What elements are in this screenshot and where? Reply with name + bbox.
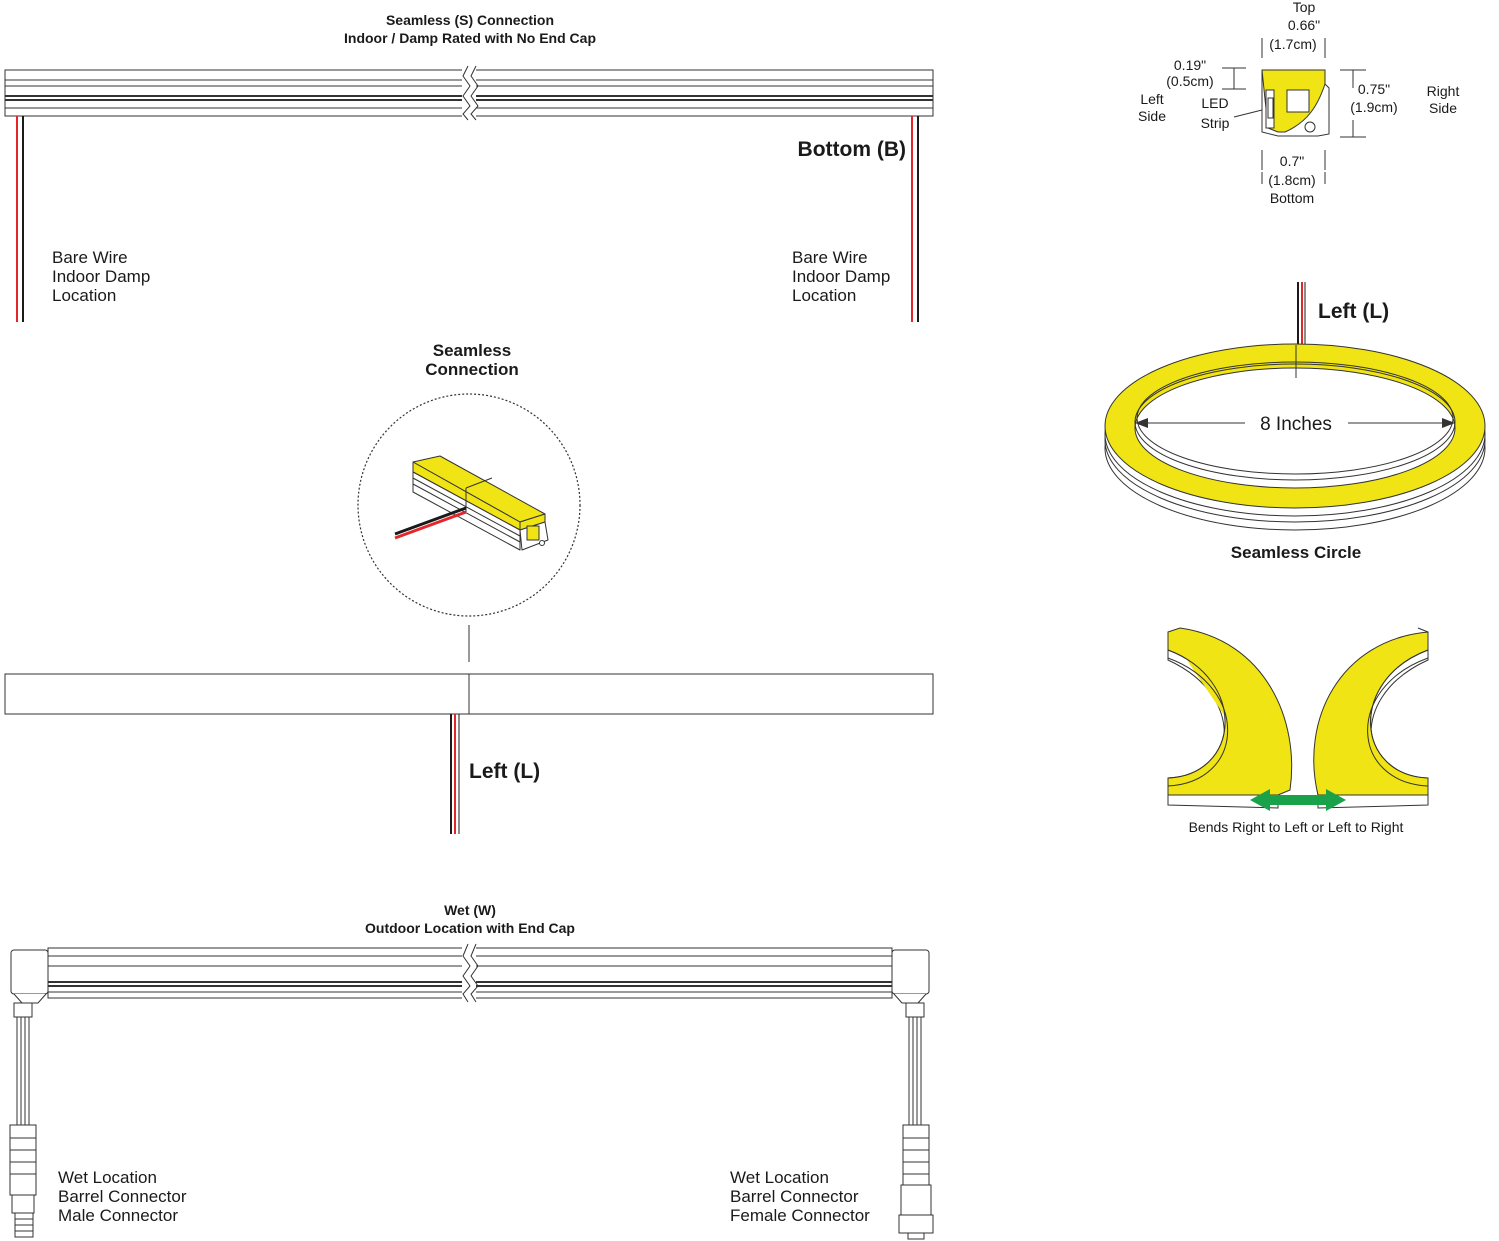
right-end-cap: [891, 949, 934, 1240]
seamless-strip: [4, 65, 934, 121]
right-wire-label-3: Location: [792, 286, 856, 305]
detail-circle: [357, 393, 581, 617]
diameter-label: 8 Inches: [1260, 414, 1332, 435]
circle-caption: Seamless Circle: [1231, 543, 1361, 562]
right-bend-piece: [1313, 627, 1429, 809]
wet-right-label-1: Wet Location: [730, 1168, 829, 1187]
left-wire-label-2: Indoor Damp: [52, 267, 150, 286]
profile-shape: [1261, 69, 1330, 137]
wet-right-label-3: Female Connector: [730, 1206, 870, 1225]
height-cm: (1.9cm): [1350, 99, 1397, 115]
bend-arrow: [1250, 789, 1346, 811]
led-strip-2: Strip: [1201, 115, 1230, 131]
top-width-cm: (1.7cm): [1269, 36, 1316, 52]
joint-illustration: [394, 455, 549, 551]
left-end-cap: [9, 949, 49, 1238]
left-side-2: Side: [1138, 108, 1166, 124]
seamless-title-line2: Indoor / Damp Rated with No End Cap: [344, 30, 596, 46]
seamless-title-line1: Seamless (S) Connection: [386, 12, 554, 28]
left-l-label: Left (L): [469, 760, 540, 783]
bottom-label: Bottom: [1270, 190, 1314, 206]
bottom-b-label: Bottom (B): [798, 138, 906, 161]
right-side-2: Side: [1429, 100, 1457, 116]
right-wire-label-2: Indoor Damp: [792, 267, 890, 286]
bend-section: Bends Right to Left or Left to Right: [1167, 627, 1429, 835]
profile-dimensions: Top 0.66" (1.7cm) 0.19" (0.5cm) Left Sid…: [1138, 0, 1459, 206]
top-width-in: 0.66": [1288, 17, 1320, 33]
wet-left-label-2: Barrel Connector: [58, 1187, 187, 1206]
right-wire-label-1: Bare Wire: [792, 248, 868, 267]
connection-title-line1: Seamless: [433, 341, 511, 360]
connection-wire: [450, 714, 460, 834]
led-offset-cm: (0.5cm): [1166, 73, 1213, 89]
connection-title-line2: Connection: [425, 360, 519, 379]
left-bend-piece: [1167, 627, 1293, 809]
left-wire-label-1: Bare Wire: [52, 248, 128, 267]
left-wire-label-3: Location: [52, 286, 116, 305]
left-side-1: Left: [1140, 91, 1163, 107]
led-offset-in: 0.19": [1174, 57, 1206, 73]
top-label: Top: [1293, 0, 1316, 15]
wet-title-line1: Wet (W): [444, 902, 496, 918]
wet-left-label-1: Wet Location: [58, 1168, 157, 1187]
circle-section: Left (L) 8 Inches Seamless Circle: [1104, 282, 1486, 562]
bottom-width-in: 0.7": [1280, 153, 1304, 169]
seamless-left-wire: [16, 116, 24, 322]
seamless-right-wire: [911, 116, 919, 322]
led-strip-1: LED: [1201, 95, 1228, 111]
bend-caption: Bends Right to Left or Left to Right: [1189, 819, 1404, 835]
wet-section: Wet (W) Outdoor Location with End Cap: [9, 902, 934, 1240]
wet-strip: [47, 943, 893, 1003]
seamless-section: Seamless (S) Connection Indoor / Damp Ra…: [4, 12, 934, 322]
circle-left-label: Left (L): [1318, 300, 1389, 323]
wet-right-label-2: Barrel Connector: [730, 1187, 859, 1206]
wet-left-label-3: Male Connector: [58, 1206, 178, 1225]
height-in: 0.75": [1358, 81, 1390, 97]
right-side-1: Right: [1427, 83, 1460, 99]
wet-title-line2: Outdoor Location with End Cap: [365, 920, 575, 936]
connection-section: Seamless Connection: [4, 341, 934, 834]
connection-strip: [4, 673, 934, 715]
bottom-width-cm: (1.8cm): [1268, 172, 1315, 188]
ring-illustration: [1104, 343, 1486, 531]
